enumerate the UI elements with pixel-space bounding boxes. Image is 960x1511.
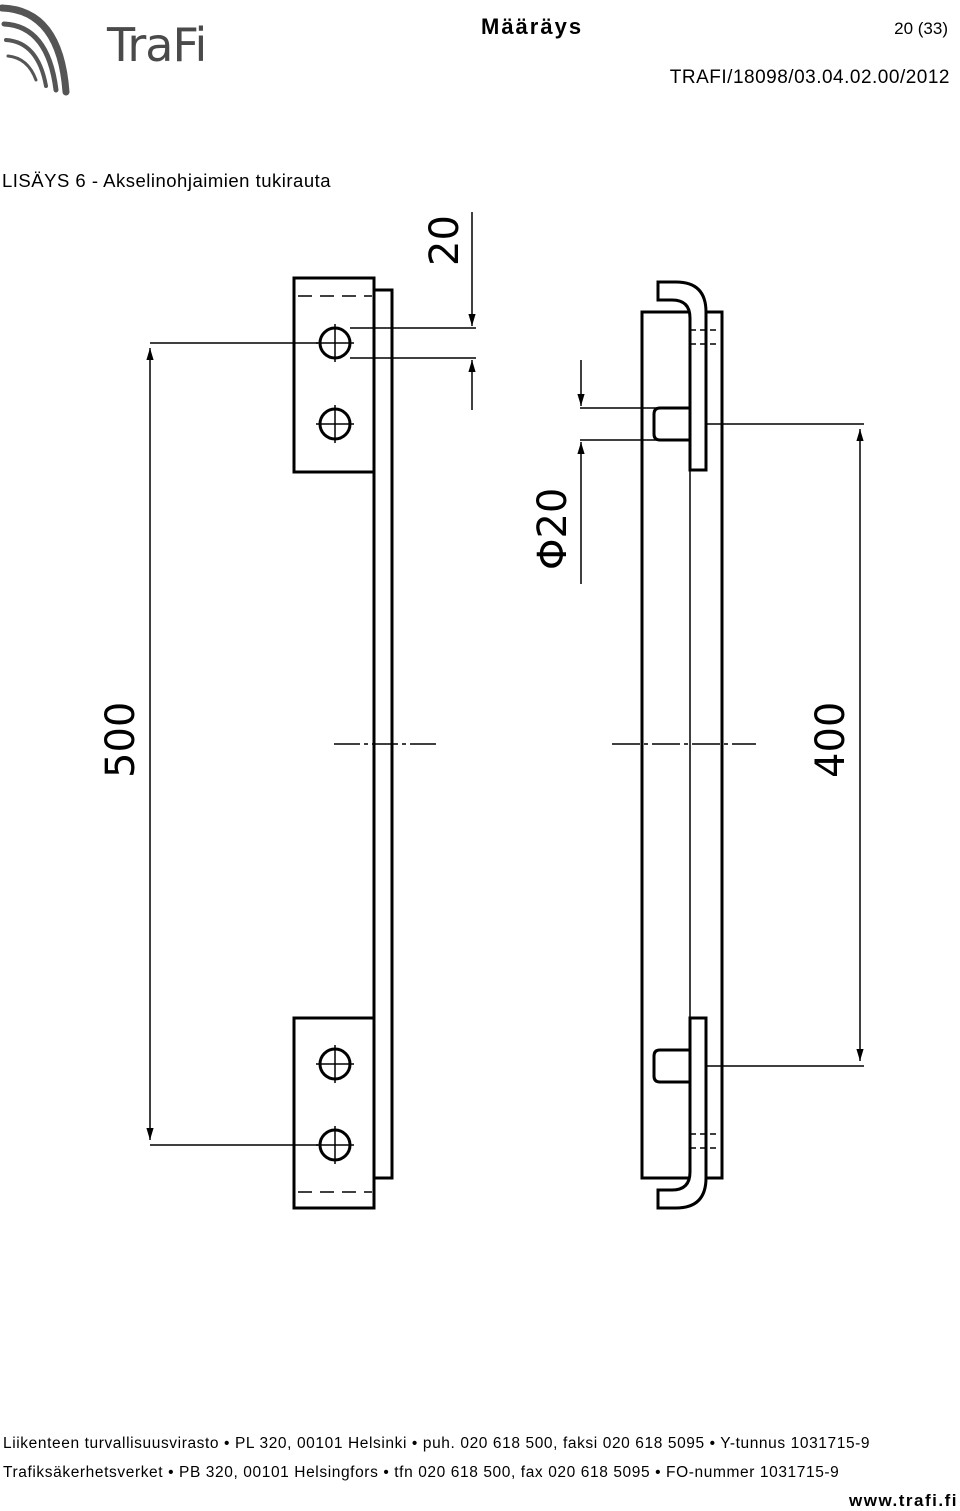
dim-label-pin-diameter: Φ20: [530, 488, 576, 570]
logo-wordmark: TraFi: [107, 18, 207, 72]
document-reference: TRAFI/18098/03.04.02.00/2012: [669, 67, 950, 88]
footer-website-link[interactable]: www.trafi.fi: [849, 1491, 958, 1510]
logo-swoosh-icon: [0, 4, 70, 96]
dim-label-400: 400: [808, 702, 854, 778]
bottom-plate: [292, 1016, 376, 1210]
dim-label-500: 500: [98, 702, 144, 778]
page-number: 20 (33): [894, 19, 948, 38]
top-pin: [652, 406, 692, 442]
trafi-logo: TraFi: [0, 0, 230, 100]
left-bar: [372, 288, 394, 1180]
technical-drawing: 20 500 Φ20 400: [98, 212, 864, 1210]
top-plate: [292, 276, 376, 474]
hole-3: [316, 1045, 354, 1083]
appendix-title: LISÄYS 6 - Akselinohjaimien tukirauta: [2, 170, 332, 191]
footer-address-swedish: Trafiksäkerhetsverket • PB 320, 00101 He…: [3, 1464, 840, 1481]
right-bar: [640, 310, 724, 1180]
dim-label-20: 20: [422, 215, 468, 266]
document-type: Määräys: [481, 14, 584, 39]
hole-2: [316, 405, 354, 443]
bottom-hook: [656, 1016, 708, 1210]
hole-1: [316, 324, 354, 362]
top-hook: [656, 280, 708, 472]
footer-address-finnish: Liikenteen turvallisuusvirasto • PL 320,…: [3, 1435, 871, 1452]
hole-4: [316, 1126, 354, 1164]
bottom-pin: [652, 1048, 692, 1084]
